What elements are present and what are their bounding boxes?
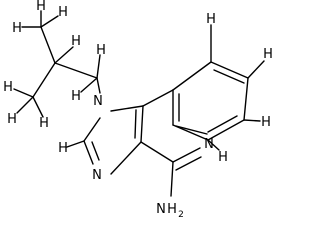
- bond-n5-c5a: [175, 125, 208, 135]
- bond-methyl2-h-b: [16, 96, 34, 114]
- bond-ch2-ch: [54, 62, 98, 79]
- bond-n1-ch2: [96, 77, 101, 94]
- bond-c4-n5-inner: [175, 156, 202, 171]
- atom-h-ch2-b: H: [71, 89, 81, 104]
- bond-methyl1-h-c: [40, 15, 59, 28]
- atom-h-methyl2-b: H: [7, 112, 17, 127]
- atom-h-ch2-a: H: [96, 43, 106, 58]
- bond-c4-n5: [172, 147, 201, 163]
- atom-nh2-n: N: [156, 202, 166, 217]
- atom-h-methyl1-a: H: [36, 0, 46, 14]
- bond-c7-h: [243, 119, 261, 122]
- bond-n1-c2: [83, 117, 101, 142]
- bond-c8-c7: [243, 77, 249, 121]
- bond-c6-c5a: [172, 124, 209, 141]
- bond-ch-ch3-top: [40, 26, 56, 64]
- bond-methyl2-h-c: [32, 96, 44, 118]
- atom-h-ar7: H: [261, 115, 271, 130]
- bonds: [13, 10, 265, 197]
- bond-c8-c8-inner: [213, 69, 245, 84]
- bond-methyl2-h-a: [13, 88, 34, 98]
- atom-nh2-subscript: 2: [178, 210, 184, 220]
- bond-c6-h: [207, 139, 220, 151]
- atom-nh2-h: H: [167, 202, 177, 217]
- bond-ch-ch3-left: [32, 62, 56, 98]
- atom-h-methyl2-c: H: [39, 116, 49, 131]
- bond-c9a-c9b: [142, 89, 174, 107]
- bond-ch2-h-b: [80, 77, 98, 93]
- bond-ch-h: [54, 46, 74, 64]
- molecule-svg: N N N N H 2 H H H H H H H H H H H H H H: [3, 0, 273, 220]
- atom-h-methyl2-a: H: [3, 80, 13, 95]
- atom-h-ar6: H: [218, 150, 228, 165]
- atom-h-ch: H: [71, 34, 81, 49]
- bond-c9b-c3a: [140, 105, 144, 143]
- bond-ch2-h-a: [96, 54, 101, 79]
- bond-c9b-n1: [110, 105, 144, 112]
- bond-c9b-c3a-inner: [134, 109, 137, 139]
- bond-c7-c6: [207, 119, 245, 141]
- bond-c9a-c9: [172, 61, 212, 91]
- atom-h-methyl1-c: H: [58, 5, 68, 20]
- bond-c2-h: [66, 140, 85, 148]
- bond-c9-c8: [210, 61, 249, 79]
- bond-c8-h: [247, 60, 265, 79]
- bond-c3a-c4: [140, 141, 174, 163]
- bond-n3-c3a: [110, 141, 142, 175]
- atom-labels: N N N N H 2 H H H H H H H H H H H H H H: [3, 0, 273, 220]
- atom-n1: N: [93, 94, 103, 109]
- atom-h-c2: H: [58, 141, 68, 156]
- atom-h-ar8: H: [263, 47, 273, 62]
- atom-h-ar9: H: [206, 12, 216, 27]
- bond-c2-n3: [83, 140, 94, 165]
- atom-n5: N: [204, 137, 214, 152]
- molecule-structure-diagram: N N N N H 2 H H H H H H H H H H H H H H: [3, 0, 273, 220]
- bond-c7-c6-inner: [207, 115, 238, 133]
- bond-c4-nh2: [170, 161, 174, 197]
- atom-n3: N: [92, 168, 102, 183]
- bond-c2-n3-inner: [91, 141, 100, 161]
- atom-h-methyl1-b: H: [12, 21, 22, 36]
